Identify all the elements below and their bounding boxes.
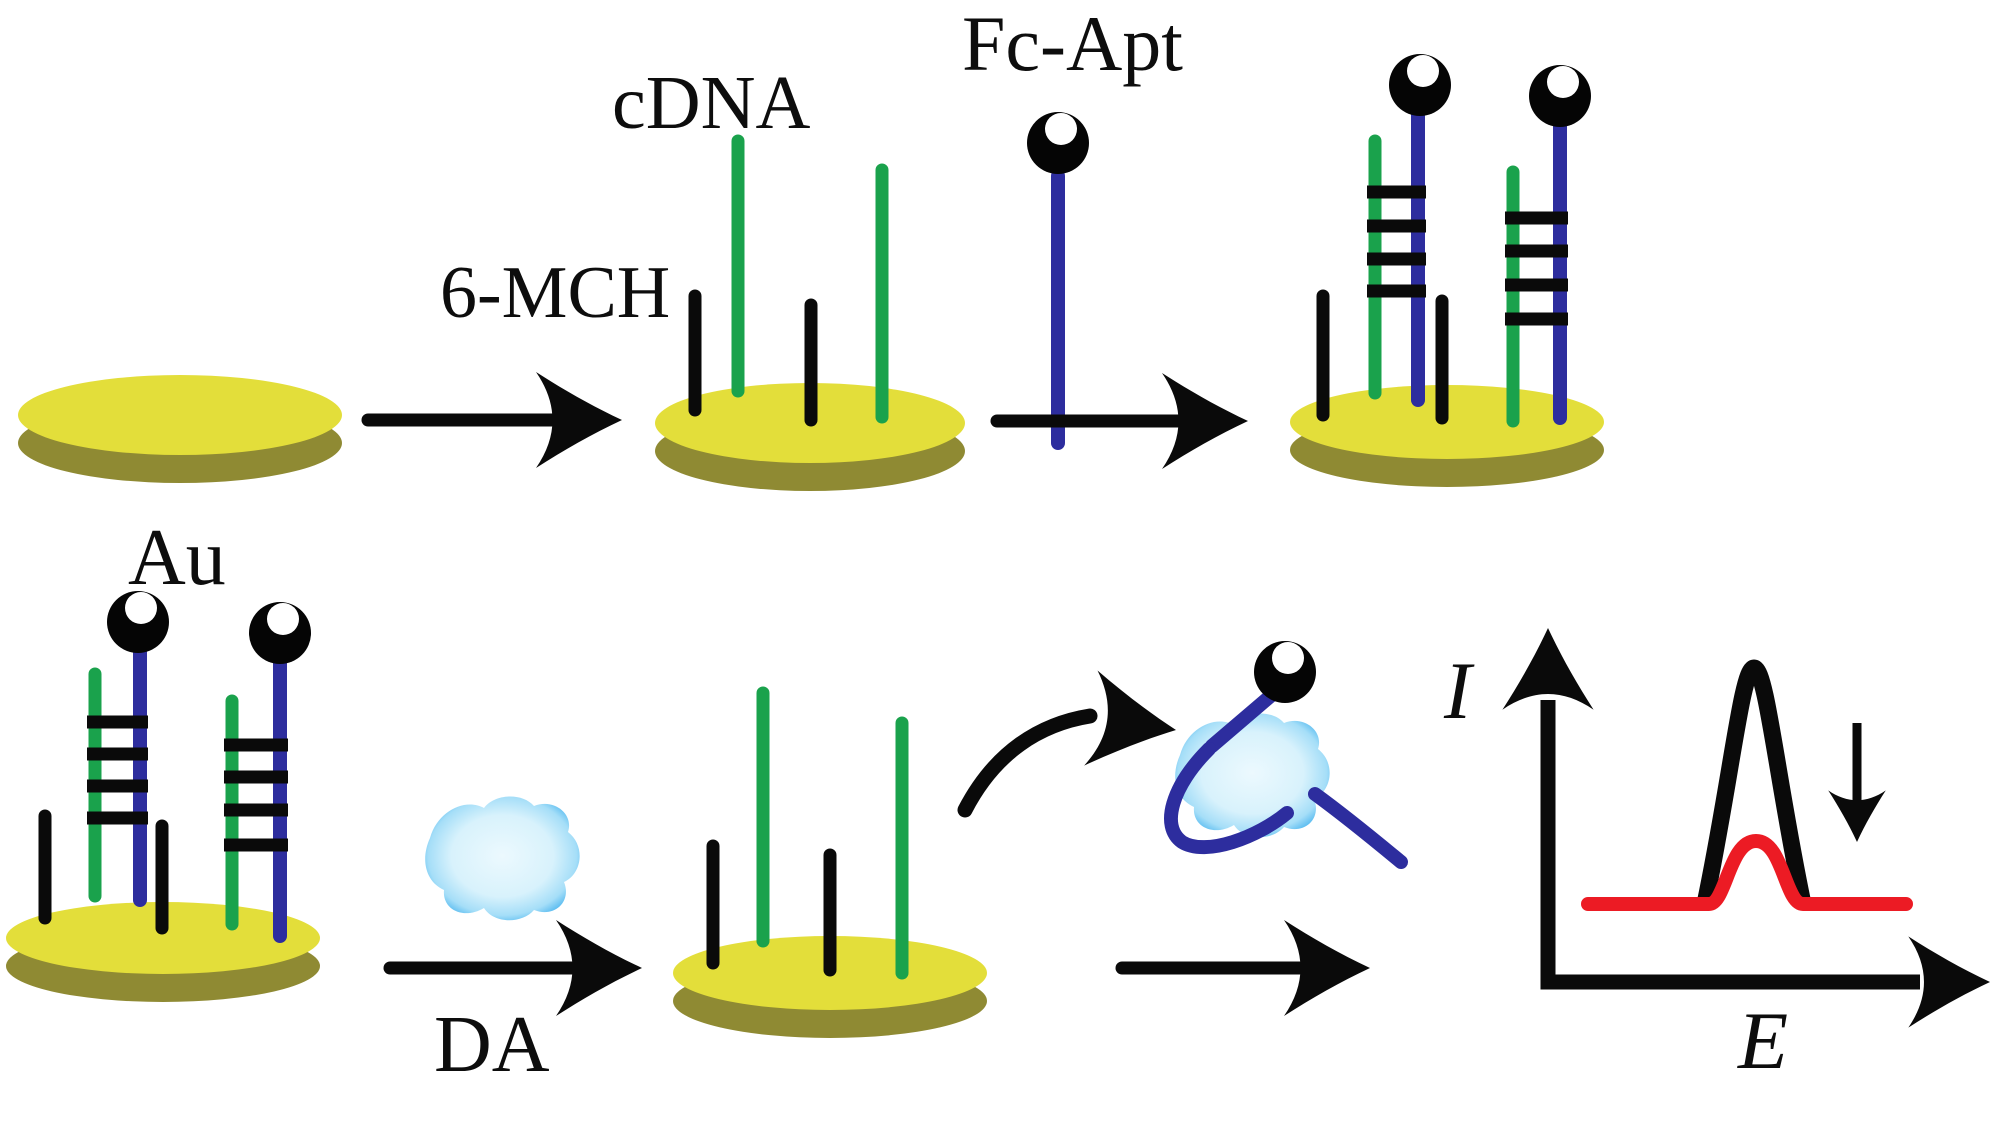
aptamer-strand-loop: [1164, 742, 1294, 855]
label-au: Au: [128, 514, 226, 602]
step-arrow-1: [361, 372, 622, 468]
step-arrow-2: [990, 373, 1248, 469]
x-axis-arrowhead-icon: [1908, 936, 1990, 1028]
duplex-rungs: [1367, 185, 1426, 298]
ferrocene-ball-icon: [1529, 65, 1591, 127]
bare-gold-electrode: [18, 375, 342, 483]
mch-cdna-electrode: [655, 134, 965, 491]
curved-release-arrow: [957, 670, 1183, 818]
duplex-rungs: [87, 715, 148, 825]
graph-axes: [1540, 700, 1920, 990]
signal-decrease-arrow: [1828, 723, 1886, 842]
current-peak-before: [1697, 659, 1811, 908]
duplex-rungs: [1505, 211, 1568, 326]
electrode-top: [6, 902, 320, 974]
arrowhead-icon: [1084, 670, 1183, 778]
cdna-electrode-after-release: [673, 686, 987, 1038]
step-arrow-4: [1115, 920, 1370, 1016]
electrode-top: [18, 375, 342, 455]
hybridized-electrode: [1290, 54, 1604, 487]
label-current-axis: I: [1444, 645, 1472, 736]
fc-apt-probe: [1027, 112, 1089, 450]
label-potential-axis: E: [1738, 995, 1789, 1086]
current-peak-after: [1581, 833, 1913, 911]
dopamine-molecule-blob: [425, 796, 580, 921]
voltammogram-graph: [1502, 628, 1990, 1028]
ferrocene-ball-icon: [1254, 641, 1316, 703]
duplex-rungs: [224, 738, 288, 852]
step-arrow-da: [383, 920, 642, 1016]
label-da: DA: [434, 1001, 550, 1089]
au-hybridized-electrode: [6, 591, 320, 1002]
aptamer-strand-tail: [1308, 787, 1408, 869]
released-fc-apt-da-complex: [1164, 641, 1408, 869]
label-6mch: 6-MCH: [440, 252, 671, 334]
dopamine-molecule-blob: [1175, 713, 1330, 838]
ferrocene-ball-icon: [1027, 112, 1089, 174]
y-axis-arrowhead-icon: [1502, 628, 1594, 710]
label-cdna: cDNA: [612, 61, 811, 145]
ferrocene-ball-icon: [1389, 54, 1451, 116]
label-fc-apt: Fc-Apt: [962, 0, 1183, 87]
ferrocene-ball-icon: [249, 602, 311, 664]
